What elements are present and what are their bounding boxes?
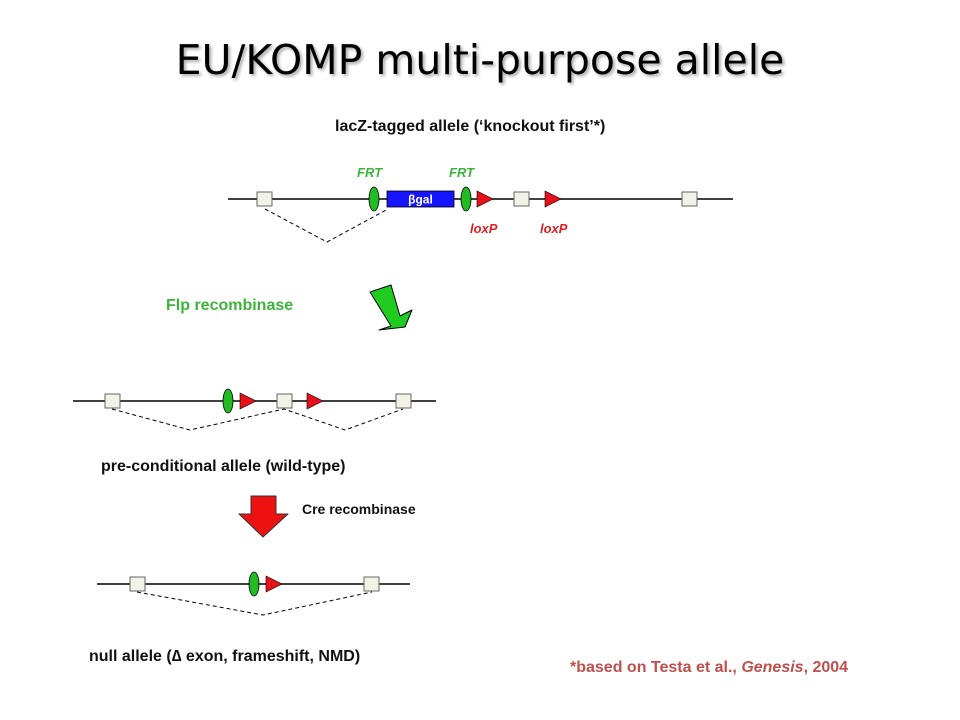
exon-box (513, 191, 530, 207)
loxp-site (476, 190, 494, 208)
loxp-site (239, 392, 257, 410)
citation: *based on Testa et al., Genesis, 2004 (570, 659, 848, 677)
preconditional-allele-label: pre-conditional allele (wild-type) (101, 458, 346, 475)
loxp-label-left: loxP (470, 221, 498, 236)
exon-box (276, 393, 293, 409)
exon-box (256, 191, 273, 207)
null-allele-splice-path (136, 591, 373, 616)
null-allele-label: null allele (∆ exon, frameshift, NMD) (89, 648, 361, 665)
exon-box (363, 576, 380, 592)
loxp-site (306, 392, 324, 410)
lacz-allele-label: lacZ-tagged allele (‘knockout first’*) (335, 118, 606, 135)
exon-box (104, 393, 121, 409)
flp-recombinase-label: Flp recombinase (166, 297, 294, 314)
loxp-site (265, 575, 283, 593)
cre-recombinase-label: Cre recombinase (302, 501, 416, 517)
preconditional-allele-construct (73, 388, 436, 431)
frt-site (460, 186, 472, 212)
exon-box (129, 576, 146, 592)
page-title: EU/KOMP multi-purpose allele (175, 36, 785, 84)
beta-gal-label: βgal (408, 193, 433, 207)
citation-prefix: *based on Testa et al., (570, 659, 742, 676)
loxp-label-right: loxP (540, 221, 568, 236)
exon-box (681, 191, 698, 207)
frt-site (248, 571, 260, 597)
loxp-site (544, 190, 562, 208)
frt-label-left: FRT (357, 165, 383, 180)
cre-arrow (238, 495, 289, 538)
lacz-allele-splice-path (264, 208, 389, 243)
frt-site (222, 388, 234, 414)
null-allele-construct (97, 571, 410, 616)
frt-site (368, 186, 380, 212)
citation-journal: Genesis (741, 659, 804, 676)
beta-gal-cassette (386, 190, 455, 208)
flp-arrow (369, 284, 413, 331)
lacz-allele-construct: βgal (228, 186, 733, 243)
exon-box (395, 393, 412, 409)
citation-suffix: , 2004 (803, 659, 849, 676)
preconditional-splice-path (111, 408, 404, 431)
frt-label-right: FRT (449, 165, 475, 180)
